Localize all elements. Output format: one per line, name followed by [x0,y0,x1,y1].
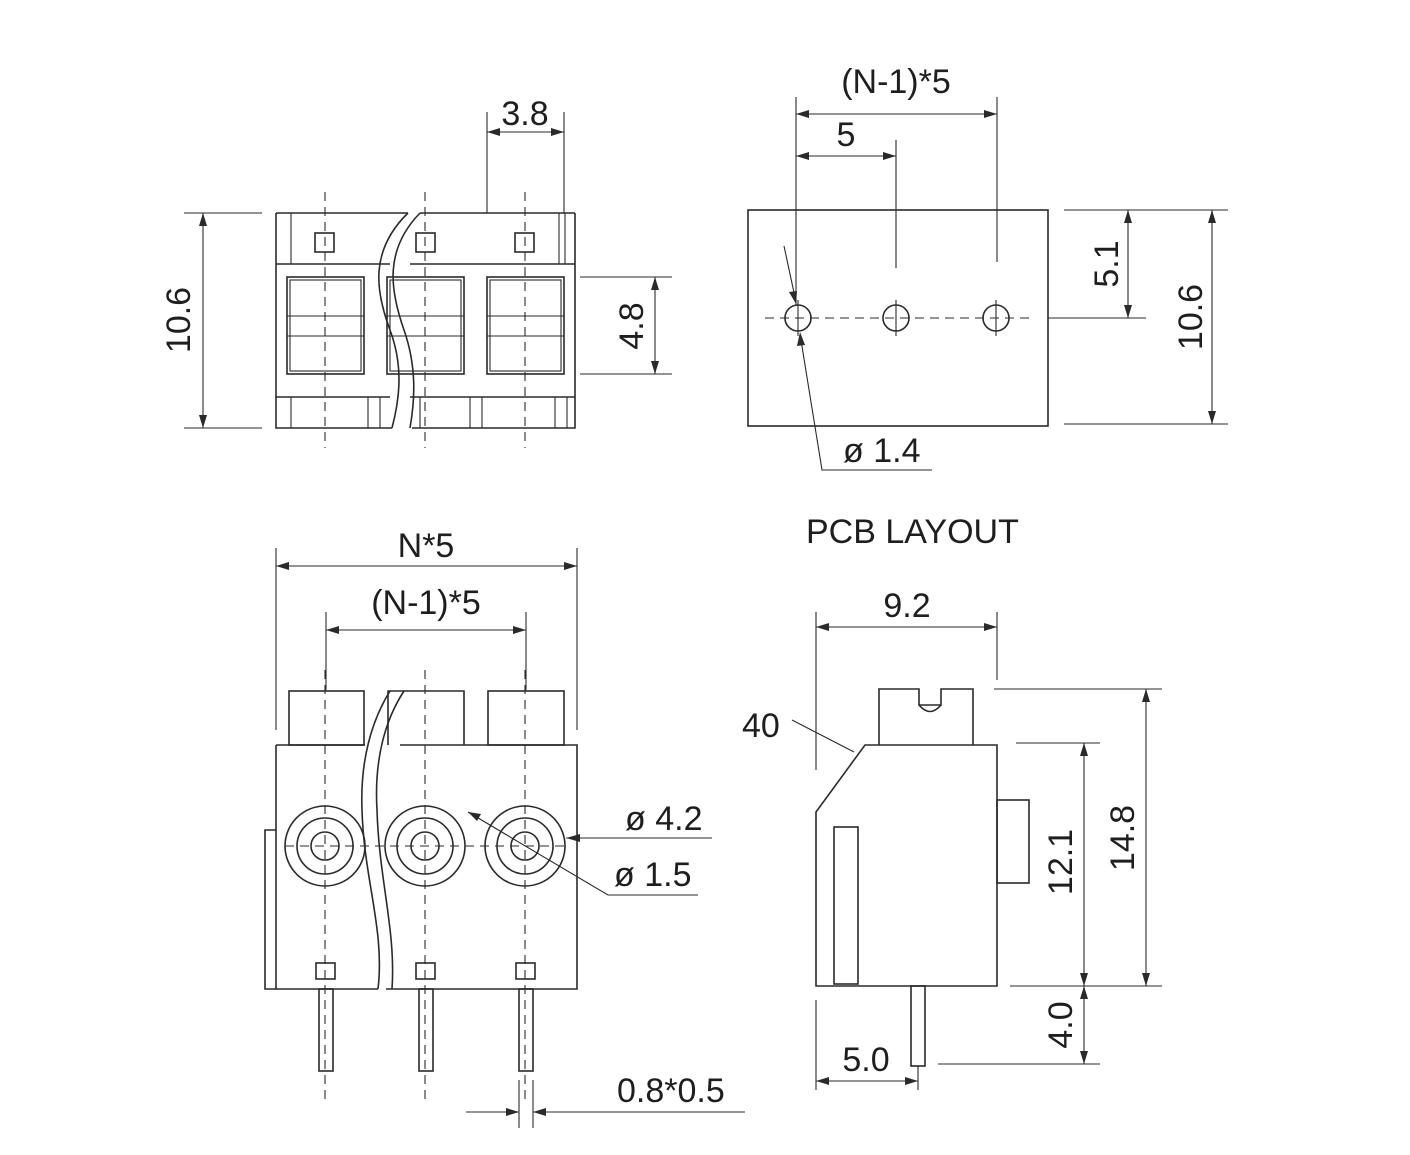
dim-side-pin-4-0: 4.0 [1042,1001,1080,1048]
pcb-layout-view: (N-1)*5 5 5.1 10.6 ø 1.4 PCB LAYOUT [747,63,1228,551]
dim-front-total-width: N*5 [398,527,455,565]
dim-pcb-pitch: 5 [837,116,856,154]
dim-front-hole-inner-dia: ø 1.5 [614,856,691,894]
dim-side-height-12-1: 12.1 [1042,829,1080,895]
dim-4-8: 4.8 [613,302,651,349]
dim-pcb-hole-dia: ø 1.4 [843,432,920,470]
dim-pin-size: 0.8*0.5 [617,1072,725,1110]
side-view: 9.2 40 14.8 12.1 4.0 5.0 [742,587,1162,1090]
dim-front-pitch-total: (N-1)*5 [371,584,481,622]
pcb-layout-title: PCB LAYOUT [806,513,1019,551]
dim-5-1: 5.1 [1088,240,1126,287]
dim-side-height-14-8: 14.8 [1104,805,1142,871]
front-view: N*5 (N-1)*5 ø 4.2 ø 1.5 0.8*0.5 [264,527,745,1128]
top-view: 3.8 10.6 4.8 [160,95,672,448]
dim-10-6-right: 10.6 [1172,284,1210,350]
dim-10-6-left: 10.6 [160,287,198,353]
dim-3-8: 3.8 [501,95,548,133]
dim-pcb-pitch-total: (N-1)*5 [841,63,951,101]
dim-front-hole-outer-dia: ø 4.2 [625,800,702,838]
dim-side-offset-5-0: 5.0 [842,1041,889,1079]
dim-side-angle-40: 40 [742,707,780,745]
dim-side-width-9-2: 9.2 [883,587,930,625]
